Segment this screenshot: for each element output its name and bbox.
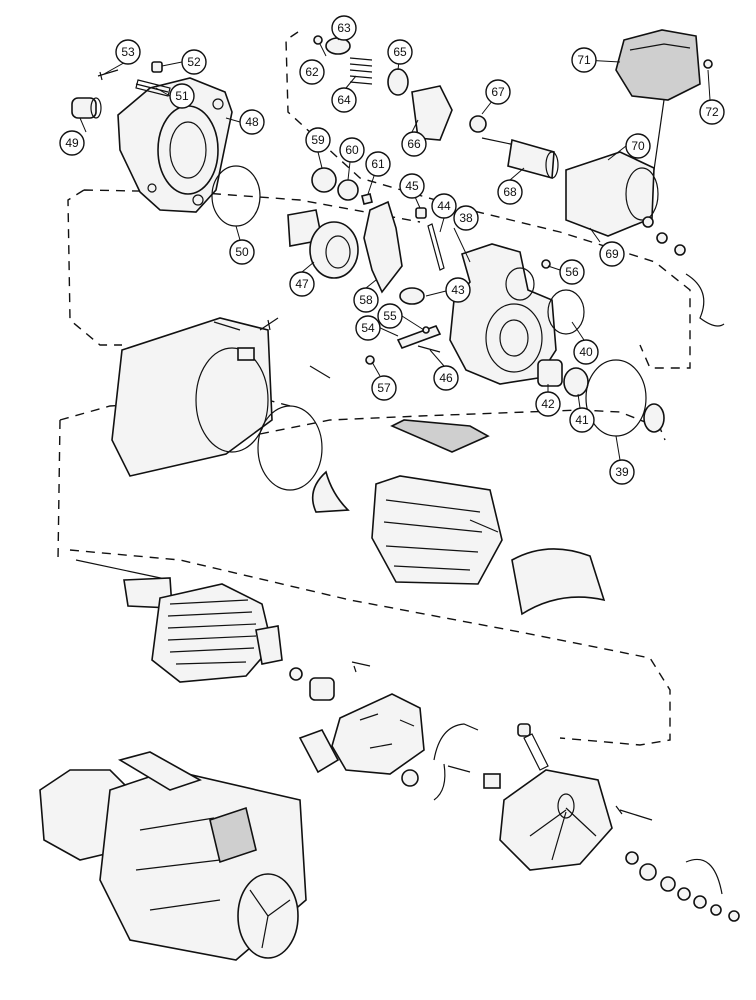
callout-67: 67 — [485, 79, 511, 105]
field-coil-part — [371, 419, 503, 585]
callout-64: 64 — [331, 87, 357, 113]
callout-50: 50 — [229, 239, 255, 265]
svg-text:72: 72 — [705, 105, 719, 119]
svg-text:60: 60 — [345, 143, 359, 157]
callout-63: 63 — [331, 15, 357, 41]
callout-71: 71 — [571, 47, 597, 73]
svg-text:55: 55 — [383, 309, 397, 323]
terminal-stud-part — [433, 723, 501, 801]
shift-lever-part — [363, 200, 403, 294]
callout-51: 51 — [169, 83, 195, 109]
callout-43: 43 — [445, 277, 471, 303]
assembled-starter-part — [39, 751, 307, 961]
svg-text:64: 64 — [337, 93, 351, 107]
svg-text:51: 51 — [175, 89, 189, 103]
callout-60: 60 — [339, 137, 365, 163]
svg-text:53: 53 — [121, 45, 135, 59]
crescent-shield-part — [311, 470, 350, 513]
svg-text:39: 39 — [615, 465, 629, 479]
svg-text:48: 48 — [245, 115, 259, 129]
callout-38: 38 — [453, 205, 479, 231]
callout-49: 49 — [59, 130, 85, 156]
through-bolt-and-nuts-part — [615, 805, 740, 922]
svg-text:67: 67 — [491, 85, 505, 99]
svg-text:59: 59 — [311, 133, 325, 147]
svg-text:61: 61 — [371, 157, 385, 171]
brush-holder-plate-part — [298, 693, 425, 787]
pinion-drive-part — [287, 209, 359, 279]
callout-40: 40 — [573, 339, 599, 365]
svg-text:62: 62 — [305, 65, 319, 79]
svg-text:42: 42 — [541, 397, 555, 411]
svg-text:41: 41 — [575, 413, 589, 427]
svg-text:58: 58 — [359, 293, 373, 307]
callout-59: 59 — [305, 127, 331, 153]
svg-text:66: 66 — [407, 137, 421, 151]
small-hardware-upper-left — [97, 61, 171, 97]
boot-cover-part — [615, 29, 713, 171]
callout-48: 48 — [239, 109, 265, 135]
callout-57: 57 — [371, 375, 397, 401]
bushing-part — [71, 97, 102, 119]
callout-52: 52 — [181, 49, 207, 75]
svg-text:44: 44 — [437, 199, 451, 213]
svg-text:46: 46 — [439, 371, 453, 385]
callout-44: 44 — [431, 193, 457, 219]
svg-text:45: 45 — [405, 179, 419, 193]
frame-housing-part — [111, 317, 331, 477]
callout-39: 39 — [609, 459, 635, 485]
callout-62: 62 — [299, 59, 325, 85]
drive-housing-part — [117, 77, 233, 213]
svg-text:71: 71 — [577, 53, 591, 67]
callout-42: 42 — [535, 391, 561, 417]
callout-56: 56 — [559, 259, 585, 285]
shaft-part — [469, 115, 559, 180]
svg-text:56: 56 — [565, 265, 579, 279]
callout-47: 47 — [289, 271, 315, 297]
commutator-end-small-parts — [309, 661, 371, 701]
svg-text:50: 50 — [235, 245, 249, 259]
callout-65: 65 — [387, 39, 413, 65]
svg-text:52: 52 — [187, 55, 201, 69]
callout-53: 53 — [115, 39, 141, 65]
callout-61: 61 — [365, 151, 391, 177]
callout-leaders — [79, 27, 711, 461]
callout-45: 45 — [399, 173, 425, 199]
armature-part — [75, 559, 303, 683]
svg-text:47: 47 — [295, 277, 309, 291]
svg-text:65: 65 — [393, 45, 407, 59]
svg-text:54: 54 — [361, 321, 375, 335]
callout-55: 55 — [377, 303, 403, 329]
svg-text:49: 49 — [65, 136, 79, 150]
svg-text:38: 38 — [459, 211, 473, 225]
callout-69: 69 — [599, 241, 625, 267]
callout-72: 72 — [699, 99, 725, 125]
callout-68: 68 — [497, 179, 523, 205]
svg-text:63: 63 — [337, 21, 351, 35]
plunger-stack-part — [313, 35, 453, 141]
svg-text:40: 40 — [579, 345, 593, 359]
svg-text:69: 69 — [605, 247, 619, 261]
svg-text:43: 43 — [451, 283, 465, 297]
svg-text:70: 70 — [631, 139, 645, 153]
svg-text:57: 57 — [377, 381, 391, 395]
callout-54: 54 — [355, 315, 381, 341]
field-shield-band-part — [511, 548, 606, 616]
callout-66: 66 — [401, 131, 427, 157]
washer-spring-plug-part — [399, 207, 445, 305]
svg-text:68: 68 — [503, 185, 517, 199]
callout-58: 58 — [353, 287, 379, 313]
callout-70: 70 — [625, 133, 651, 159]
commutator-end-frame-part — [499, 723, 613, 871]
gasket-ring-part — [257, 405, 323, 491]
callout-41: 41 — [569, 407, 595, 433]
solenoid-part — [565, 151, 725, 327]
seal-washer-nut-part — [311, 167, 373, 205]
rings-and-bushings-part — [537, 289, 665, 437]
callout-46: 46 — [433, 365, 459, 391]
